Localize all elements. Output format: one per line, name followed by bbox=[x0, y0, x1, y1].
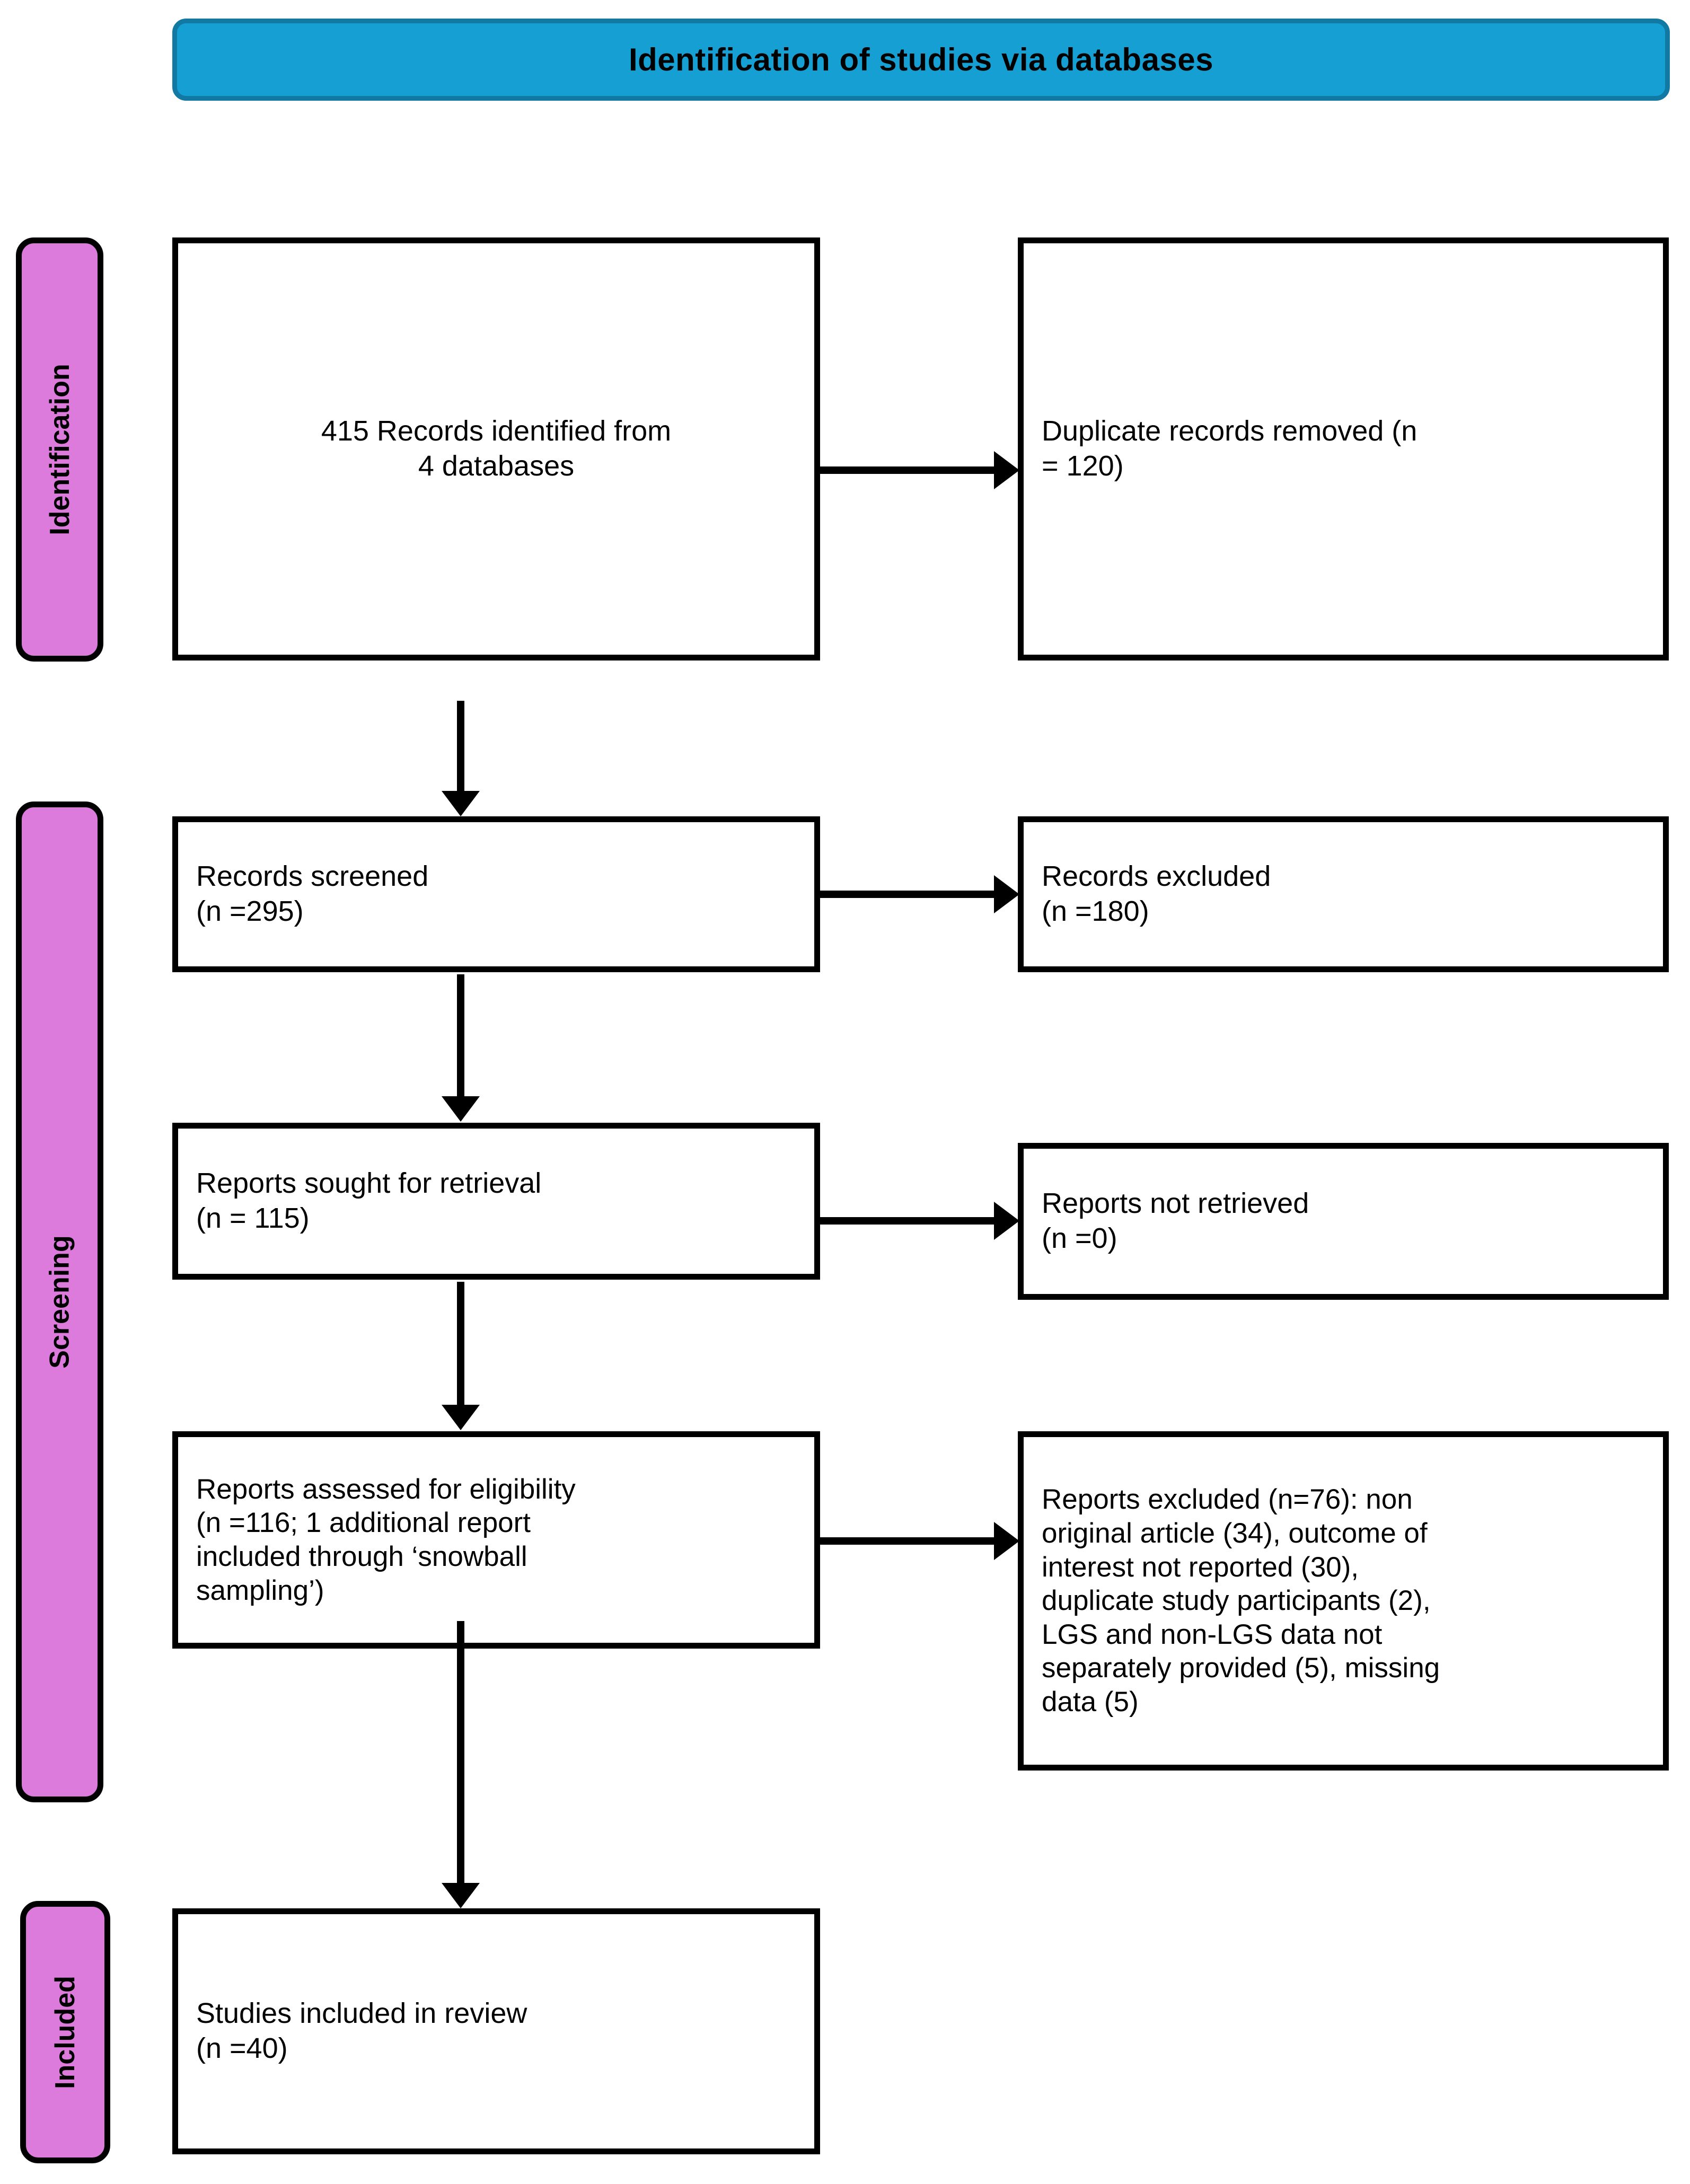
arrow-assessed-to-included bbox=[457, 1621, 464, 1884]
box-records-screened-text: Records screened (n =295) bbox=[196, 860, 429, 927]
box-reports-sought: Reports sought for retrieval (n = 115) bbox=[172, 1123, 820, 1280]
diagram-header-banner: Identification of studies via databases bbox=[172, 19, 1670, 101]
arrow-screened-to-sought bbox=[457, 974, 464, 1097]
box-records-excluded-text: Records excluded (n =180) bbox=[1042, 860, 1271, 927]
arrow-sought-to-assessed bbox=[457, 1282, 464, 1406]
box-reports-not-retrieved-text: Reports not retrieved (n =0) bbox=[1042, 1187, 1309, 1254]
box-records-identified-text: 415 Records identified from 4 databases bbox=[321, 415, 672, 482]
stage-label-identification: Identification bbox=[16, 237, 103, 662]
box-records-identified: 415 Records identified from 4 databases bbox=[172, 237, 820, 661]
box-studies-included-text: Studies included in review (n =40) bbox=[196, 1997, 527, 2064]
box-records-screened: Records screened (n =295) bbox=[172, 816, 820, 972]
box-records-excluded: Records excluded (n =180) bbox=[1018, 816, 1669, 972]
box-duplicate-records-removed: Duplicate records removed (n = 120) bbox=[1018, 237, 1669, 661]
box-studies-included: Studies included in review (n =40) bbox=[172, 1908, 820, 2154]
box-reports-assessed-text: Reports assessed for eligibility (n =116… bbox=[196, 1473, 576, 1606]
stage-label-included: Included bbox=[20, 1901, 110, 2163]
stage-label-screening: Screening bbox=[16, 802, 103, 1802]
arrow-identified-to-duplicates bbox=[820, 466, 995, 474]
stage-label-included-text: Included bbox=[50, 1975, 81, 2089]
box-reports-sought-text: Reports sought for retrieval (n = 115) bbox=[196, 1167, 542, 1234]
arrow-sought-to-not-retrieved bbox=[820, 1217, 995, 1225]
diagram-title: Identification of studies via databases bbox=[628, 41, 1214, 77]
box-reports-not-retrieved: Reports not retrieved (n =0) bbox=[1018, 1143, 1669, 1300]
box-duplicate-records-removed-text: Duplicate records removed (n = 120) bbox=[1042, 415, 1418, 482]
arrow-assessed-to-excluded bbox=[820, 1537, 995, 1545]
arrow-identified-to-screened bbox=[457, 701, 464, 792]
stage-label-screening-text: Screening bbox=[44, 1235, 75, 1369]
box-reports-assessed: Reports assessed for eligibility (n =116… bbox=[172, 1431, 820, 1649]
stage-label-identification-text: Identification bbox=[44, 364, 75, 535]
box-reports-excluded-detail: Reports excluded (n=76): non original ar… bbox=[1018, 1431, 1669, 1771]
box-reports-excluded-detail-text: Reports excluded (n=76): non original ar… bbox=[1042, 1484, 1440, 1718]
arrow-screened-to-excluded bbox=[820, 891, 995, 898]
